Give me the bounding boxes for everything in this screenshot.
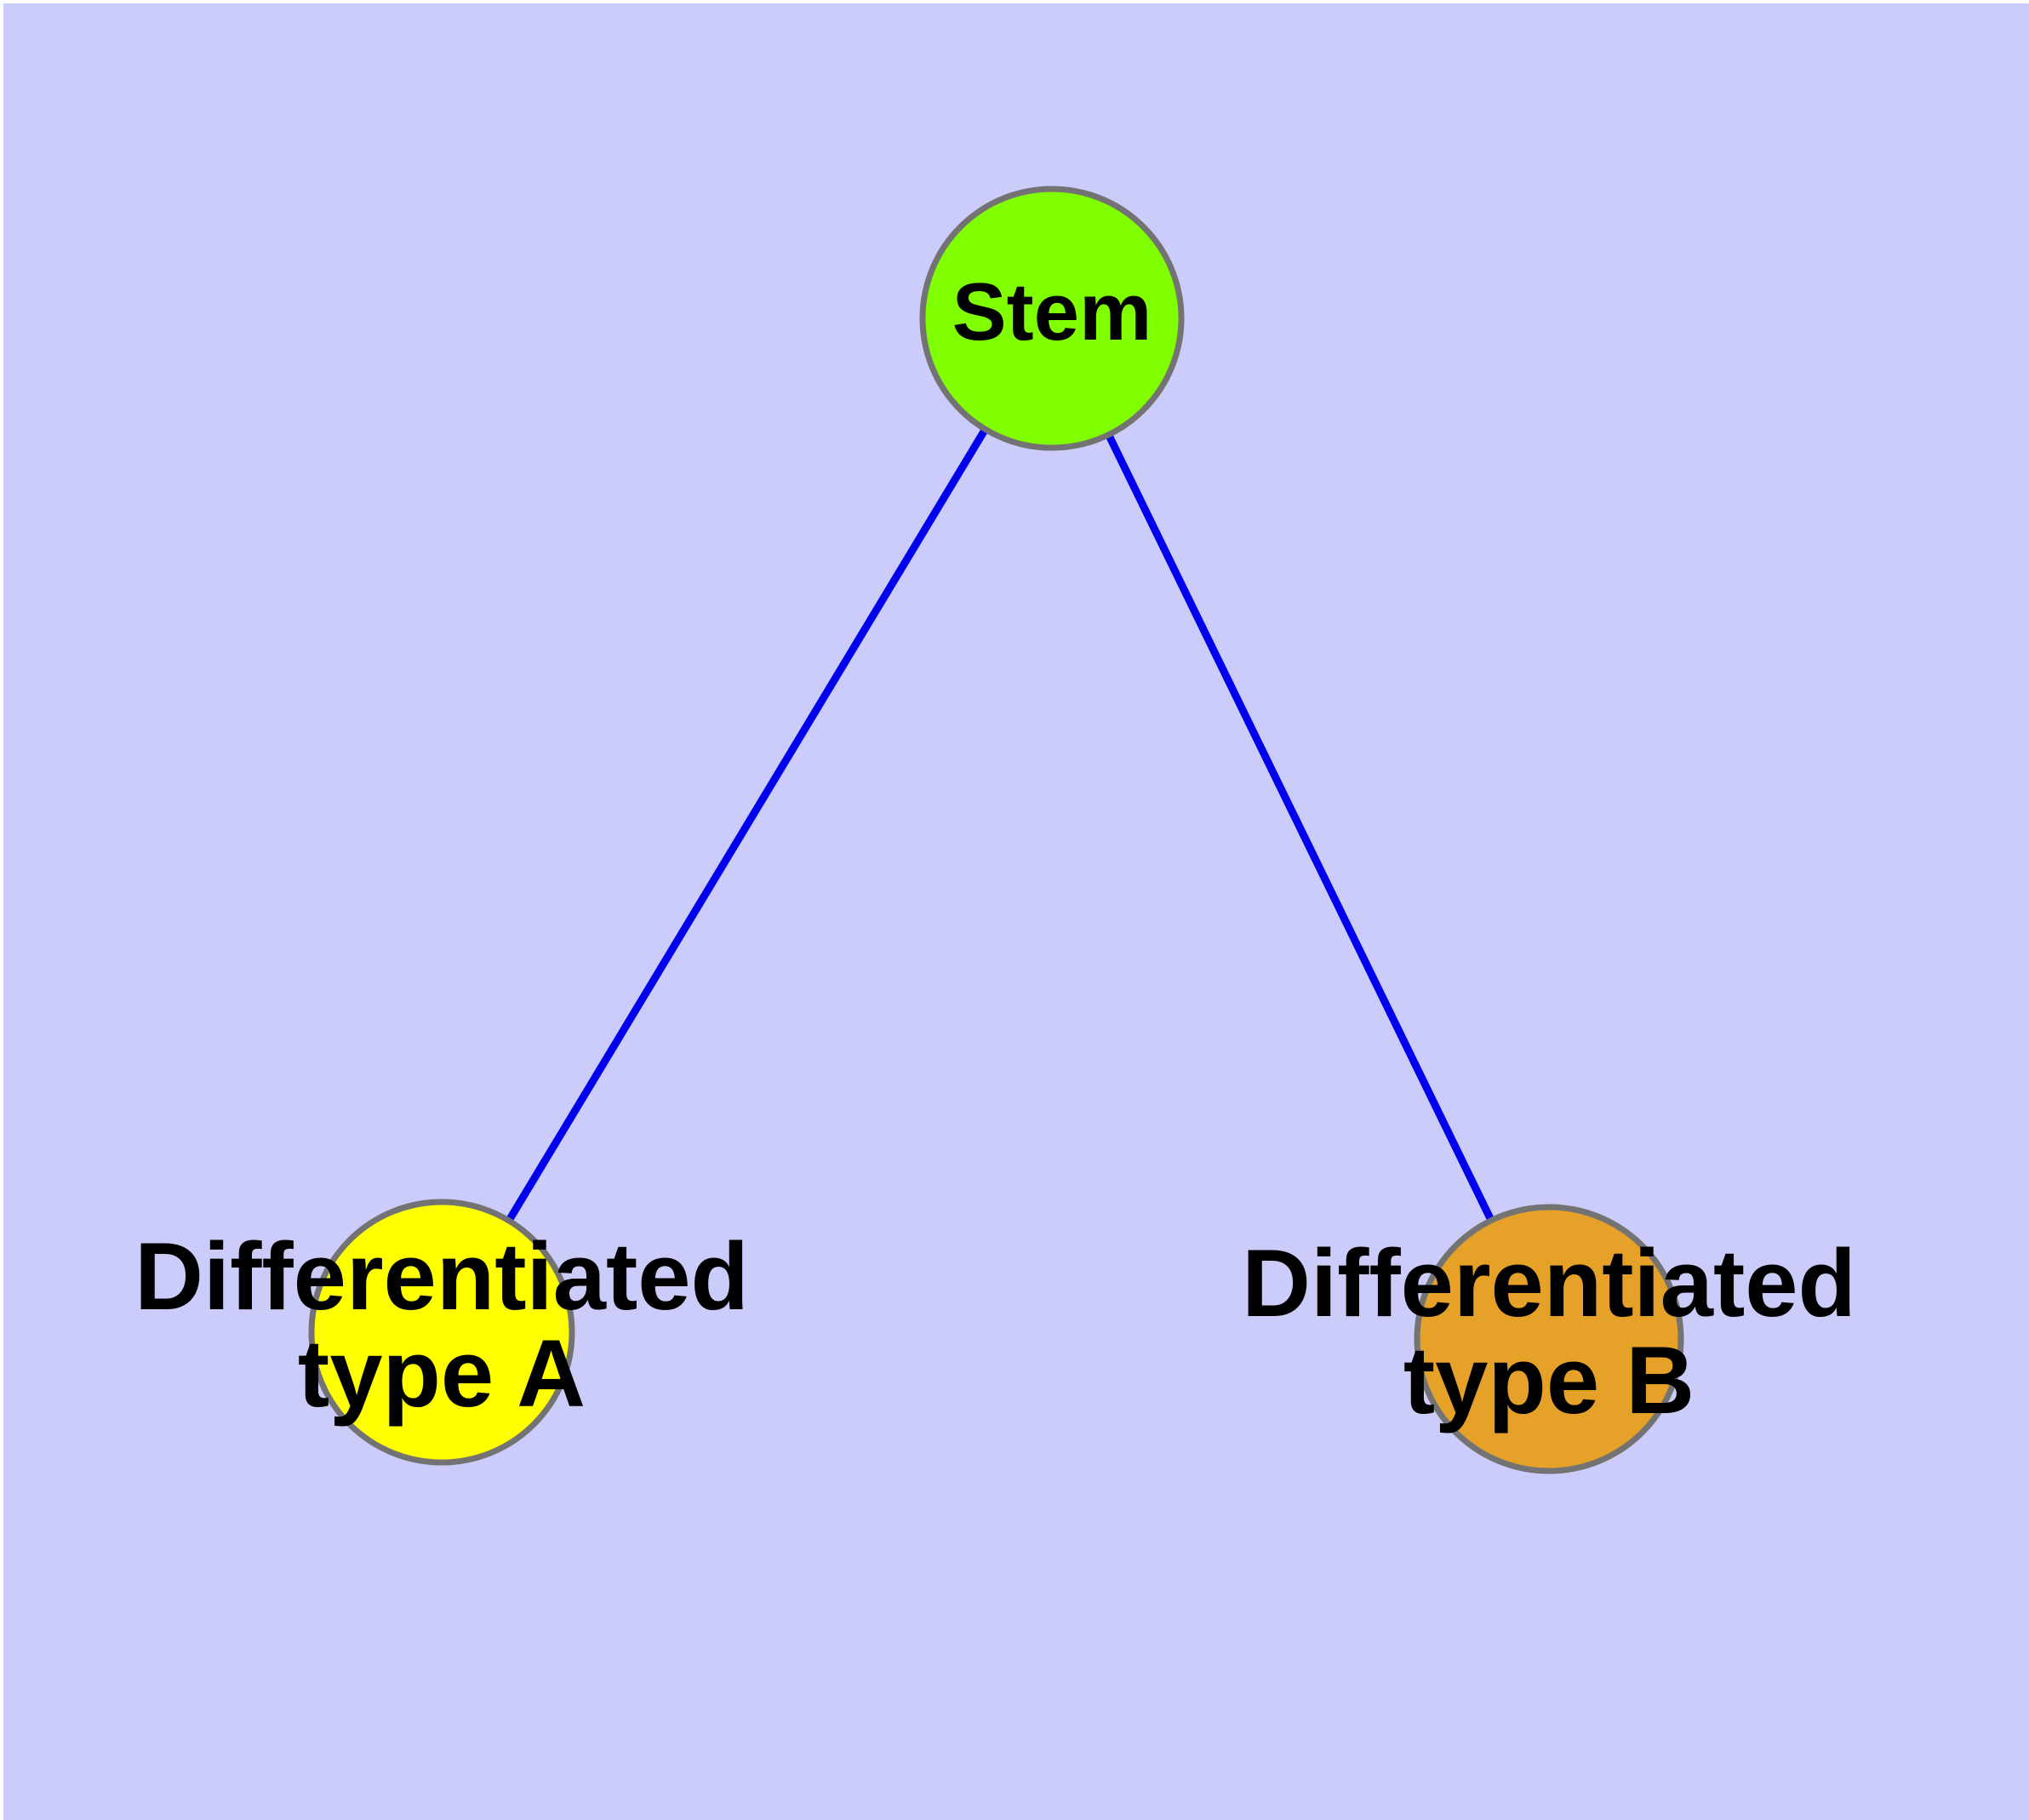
node-circle-diff_a[interactable] xyxy=(308,1199,575,1466)
edges-layer xyxy=(506,428,1495,1222)
node-label-line: Differentiated xyxy=(1242,1229,1856,1336)
node-circle-stem[interactable] xyxy=(919,186,1185,451)
edge-stem-diff-a xyxy=(506,428,988,1222)
node-circle-diff_b[interactable] xyxy=(1414,1204,1684,1474)
node-label-line: Differentiated xyxy=(134,1222,749,1329)
node-stem[interactable]: Stem xyxy=(919,186,1185,451)
node-label-stem: Stem xyxy=(952,266,1152,358)
edge-stem-diff-b xyxy=(1106,434,1495,1221)
node-label-line: Stem xyxy=(952,266,1152,358)
node-label-line: type A xyxy=(298,1320,586,1427)
node-label-line: type B xyxy=(1403,1327,1695,1434)
